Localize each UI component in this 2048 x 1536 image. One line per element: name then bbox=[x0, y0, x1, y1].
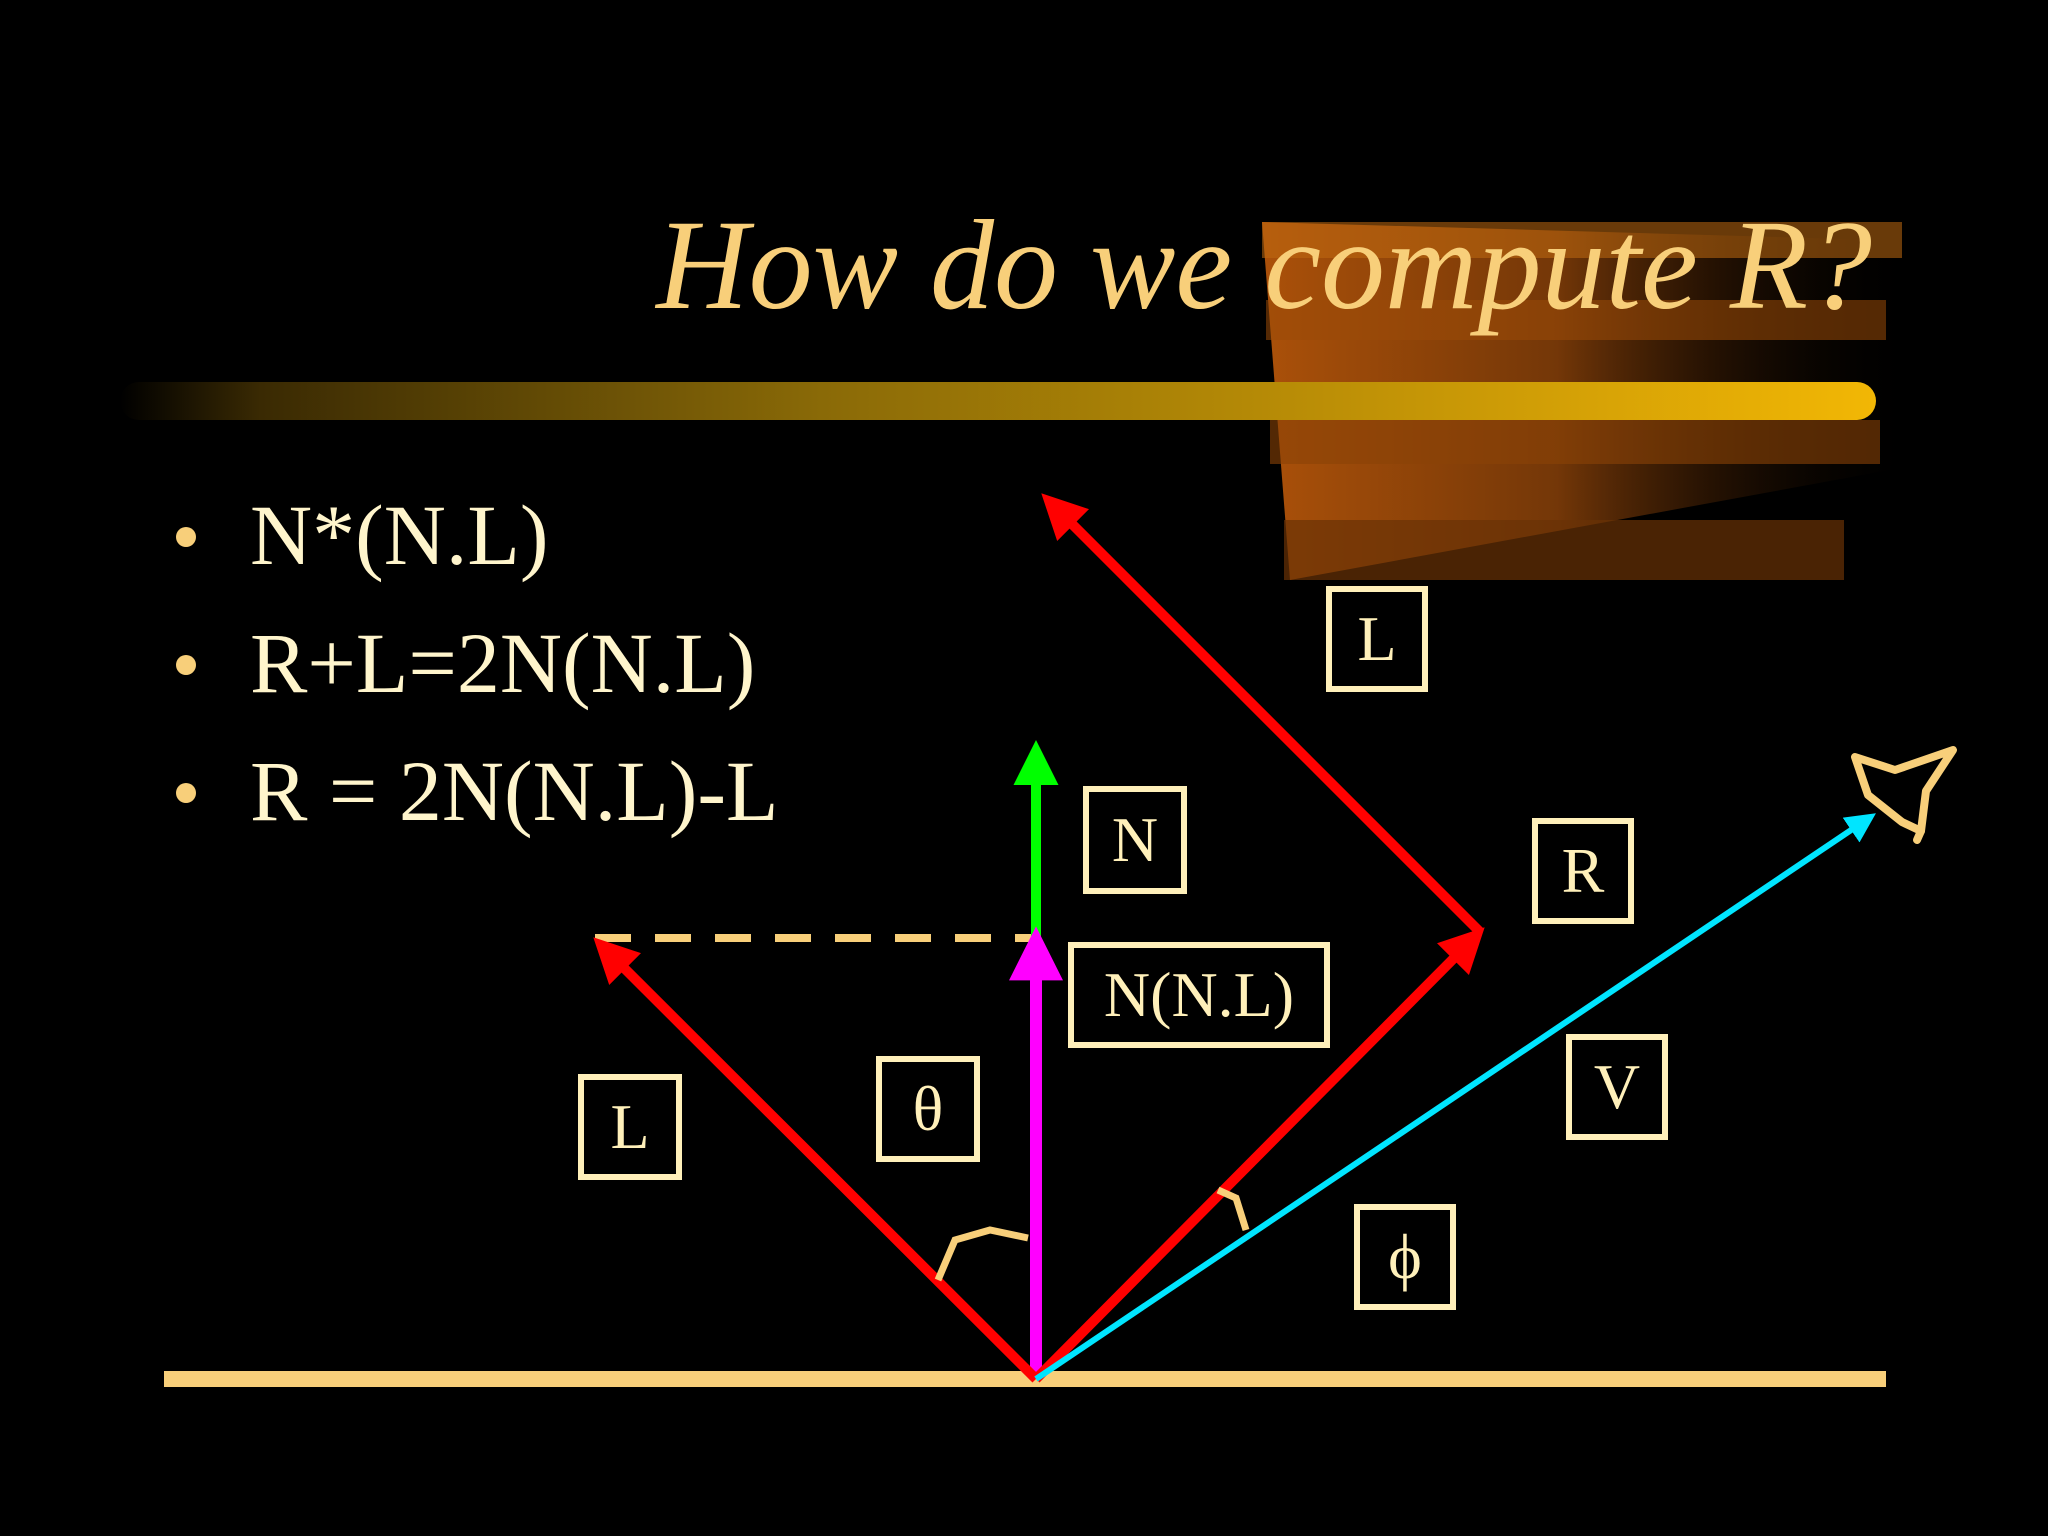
label-box-nnl: N(N.L) bbox=[1068, 942, 1330, 1048]
eye-icon bbox=[1851, 746, 1957, 844]
phi-angle-arc bbox=[1216, 1186, 1250, 1232]
label-box-theta: θ bbox=[876, 1056, 980, 1162]
label-box-l-upper: L bbox=[1326, 586, 1428, 692]
bullet-item: R+L=2N(N.L) bbox=[176, 613, 779, 741]
label-box-n: N bbox=[1083, 786, 1187, 894]
label-box-v: V bbox=[1566, 1034, 1668, 1140]
theta-angle-arc bbox=[934, 1226, 1029, 1282]
reflection-vector-r bbox=[1032, 927, 1485, 1383]
bullet-item: R = 2N(N.L)-L bbox=[176, 741, 779, 869]
page-title: How do we compute R? bbox=[656, 194, 1872, 336]
bullet-text: N*(N.L) bbox=[250, 487, 549, 583]
bullet-dot bbox=[176, 527, 196, 547]
light-vector-l-upper bbox=[1041, 493, 1484, 936]
label-box-l-lower: L bbox=[578, 1074, 682, 1180]
bullet-text: R+L=2N(N.L) bbox=[250, 615, 756, 711]
bullet-dot bbox=[176, 783, 196, 803]
bullet-item: N*(N.L) bbox=[176, 485, 779, 613]
title-underline-bar bbox=[120, 382, 1876, 420]
view-vector-v bbox=[1034, 813, 1876, 1382]
label-box-r: R bbox=[1532, 818, 1634, 924]
bullet-dot bbox=[176, 655, 196, 675]
label-box-phi: ϕ bbox=[1354, 1204, 1456, 1310]
light-vector-l-lower bbox=[593, 937, 1040, 1383]
bullet-list: N*(N.L) R+L=2N(N.L) R = 2N(N.L)-L bbox=[176, 485, 779, 869]
bullet-text: R = 2N(N.L)-L bbox=[250, 743, 779, 839]
